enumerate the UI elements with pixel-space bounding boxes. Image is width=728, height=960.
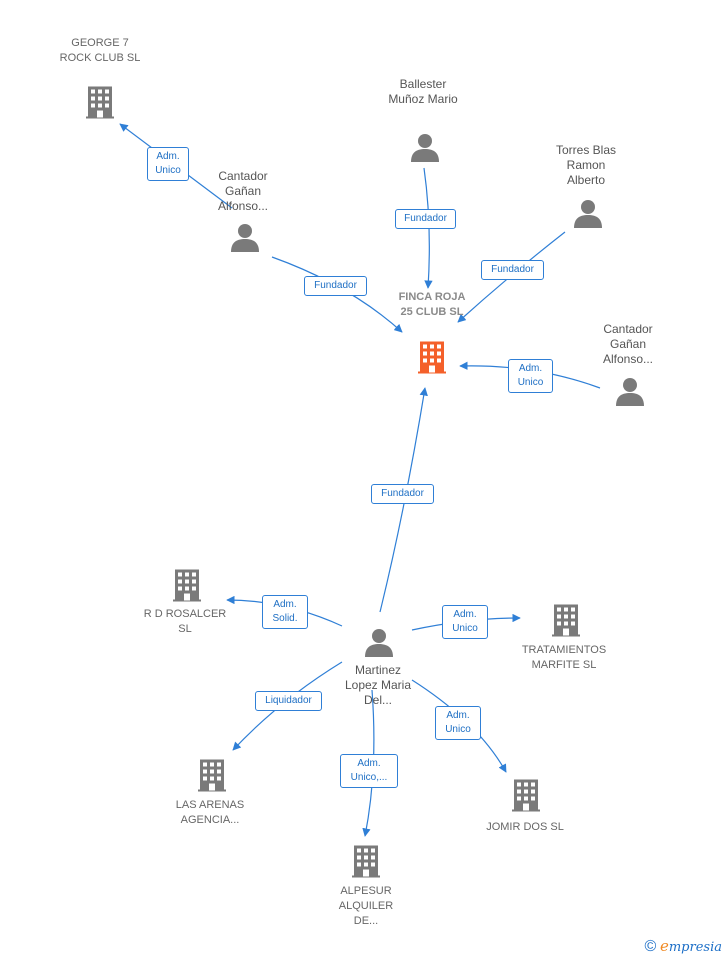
person-icon-martinez — [365, 629, 393, 657]
node-cantador-2[interactable]: Cantador Gañan Alfonso... — [602, 322, 654, 366]
person-icon-ballester — [411, 134, 439, 162]
edge-label-adm-unico-jomir: Adm. Unico — [435, 706, 481, 740]
node-rd-rosalcer[interactable]: R D ROSALCER SL — [143, 608, 227, 635]
empresia-logo[interactable]: © empresia — [645, 937, 722, 956]
edge-label-adm-unico-george: Adm. Unico — [147, 147, 189, 181]
edge-label-adm-unico-alpesur: Adm. Unico,... — [340, 754, 398, 788]
building-icon-finca — [418, 341, 446, 374]
edge-label-fundador-torres: Fundador — [481, 260, 544, 280]
building-icon-alpesur — [352, 845, 380, 878]
building-icon-arenas — [198, 759, 226, 792]
building-icon-tratamientos — [552, 604, 580, 637]
node-finca-roja[interactable]: FINCA ROJA 25 CLUB SL — [398, 291, 466, 318]
building-icon-jomir — [512, 779, 540, 812]
node-las-arenas[interactable]: LAS ARENAS AGENCIA... — [175, 799, 245, 826]
brand-name: mpresia — [668, 940, 722, 955]
edge-label-adm-unico-tratamientos: Adm. Unico — [442, 605, 488, 639]
node-cantador-1[interactable]: Cantador Gañan Alfonso... — [217, 169, 269, 213]
node-ballester[interactable]: Ballester Muñoz Mario — [388, 77, 458, 106]
edge-martinez-finca — [379, 387, 428, 613]
building-icon-rd — [173, 569, 201, 602]
edge-label-liquidador: Liquidador — [255, 691, 322, 711]
building-icon-george — [86, 86, 114, 119]
node-martinez[interactable]: Martinez Lopez Maria Del... — [344, 663, 412, 707]
copyright-symbol: © — [644, 938, 657, 955]
edge-label-fundador-martinez: Fundador — [371, 484, 434, 504]
node-alpesur[interactable]: ALPESUR ALQUILER DE... — [338, 885, 394, 927]
edge-label-adm-solid: Adm. Solid. — [262, 595, 308, 629]
edge-label-fundador-ballester: Fundador — [395, 209, 456, 229]
node-jomir-dos[interactable]: JOMIR DOS SL — [486, 821, 564, 833]
edge-label-adm-unico-finca: Adm. Unico — [508, 359, 553, 393]
edge-label-fundador-cantador: Fundador — [304, 276, 367, 296]
person-icon-cantador1 — [231, 224, 259, 252]
brand-e: e — [659, 937, 669, 955]
node-george-7-rock-club[interactable]: GEORGE 7 ROCK CLUB SL — [59, 37, 141, 64]
person-icon-torres — [574, 200, 602, 228]
person-icon-cantador2 — [616, 378, 644, 406]
node-tratamientos[interactable]: TRATAMIENTOS MARFITE SL — [521, 644, 607, 671]
node-torres[interactable]: Torres Blas Ramon Alberto — [555, 143, 617, 187]
